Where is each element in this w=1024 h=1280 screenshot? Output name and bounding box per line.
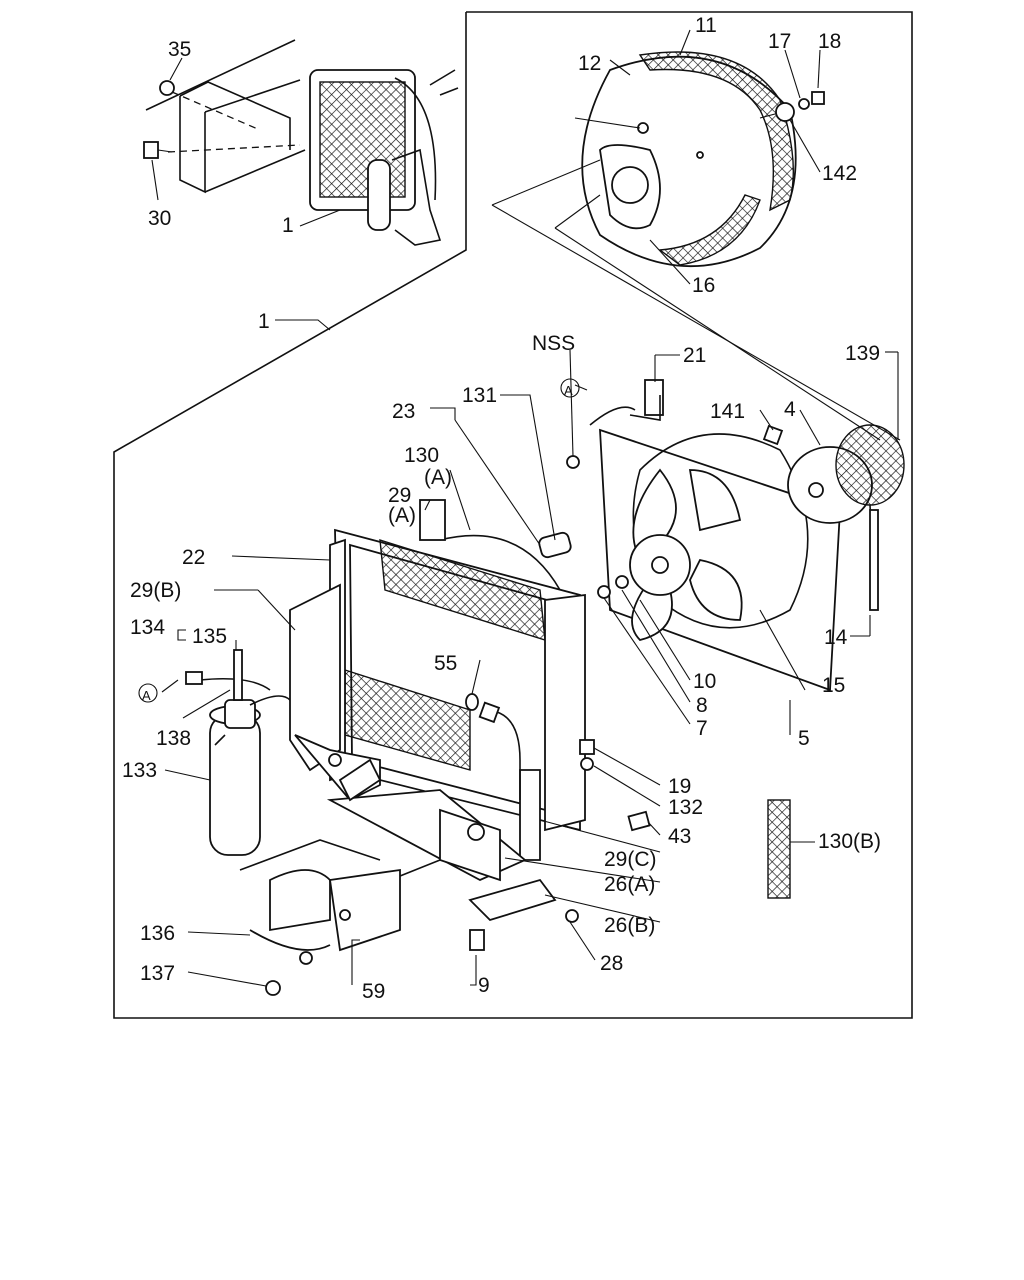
label-130a-sub: (A) bbox=[424, 466, 452, 489]
diagram-frame bbox=[113, 11, 913, 1019]
label-137: 137 bbox=[140, 962, 175, 985]
label-131: 131 bbox=[462, 384, 497, 407]
label-9: 9 bbox=[478, 974, 490, 997]
label-16: 16 bbox=[692, 274, 715, 297]
inset-mounting-view bbox=[143, 39, 459, 246]
label-29c: 29(C) bbox=[604, 848, 657, 871]
reference-marker-a-top bbox=[560, 378, 580, 398]
label-7: 7 bbox=[696, 717, 708, 740]
label-59: 59 bbox=[362, 980, 385, 1003]
label-29a-sub: (A) bbox=[388, 504, 416, 527]
base-bracket-assembly bbox=[187, 739, 661, 996]
label-circle-a-top: A bbox=[564, 383, 573, 398]
fan-guard-assembly bbox=[491, 29, 901, 441]
label-28: 28 bbox=[600, 952, 623, 975]
label-26a: 26(A) bbox=[604, 873, 655, 896]
label-29b: 29(B) bbox=[130, 579, 181, 602]
label-26b: 26(B) bbox=[604, 914, 655, 937]
label-139: 139 bbox=[845, 342, 880, 365]
label-136: 136 bbox=[140, 922, 175, 945]
label-138: 138 bbox=[156, 727, 191, 750]
reference-marker-a-left bbox=[138, 683, 158, 703]
label-1-inset: 1 bbox=[282, 214, 294, 237]
label-15: 15 bbox=[822, 674, 845, 697]
label-nss: NSS bbox=[532, 332, 575, 355]
label-142: 142 bbox=[822, 162, 857, 185]
label-circle-a-left: A bbox=[142, 688, 151, 703]
part-number-labels: 35 30 1 1 12 11 17 18 142 16 NSS A 21 13… bbox=[122, 14, 881, 1003]
seal-strip-130b bbox=[767, 799, 815, 899]
label-130a: 130 bbox=[404, 444, 439, 467]
label-55: 55 bbox=[434, 652, 457, 675]
label-23: 23 bbox=[392, 400, 415, 423]
label-135: 135 bbox=[192, 625, 227, 648]
label-141: 141 bbox=[710, 400, 745, 423]
label-19: 19 bbox=[668, 775, 691, 798]
label-14: 14 bbox=[824, 626, 848, 649]
label-1-main: 1 bbox=[258, 310, 270, 333]
label-29a: 29 bbox=[388, 484, 411, 507]
label-22: 22 bbox=[182, 546, 205, 569]
label-132: 132 bbox=[668, 796, 703, 819]
label-4: 4 bbox=[784, 398, 796, 421]
label-134: 134 bbox=[130, 616, 165, 639]
label-5: 5 bbox=[798, 727, 810, 750]
label-43: 43 bbox=[668, 825, 691, 848]
leader-1 bbox=[275, 319, 331, 331]
receiver-drier-assembly bbox=[161, 629, 291, 856]
label-10: 10 bbox=[693, 670, 716, 693]
label-17: 17 bbox=[768, 30, 791, 53]
label-30: 30 bbox=[148, 207, 171, 230]
label-130b: 130(B) bbox=[818, 830, 881, 853]
label-35: 35 bbox=[168, 38, 191, 61]
fan-motor-assembly bbox=[566, 349, 905, 735]
label-21: 21 bbox=[683, 344, 706, 367]
label-18: 18 bbox=[818, 30, 841, 53]
label-133: 133 bbox=[122, 759, 157, 782]
label-12: 12 bbox=[578, 52, 601, 75]
label-8: 8 bbox=[696, 694, 708, 717]
condenser-core-assembly bbox=[214, 394, 586, 861]
label-11: 11 bbox=[695, 14, 717, 37]
